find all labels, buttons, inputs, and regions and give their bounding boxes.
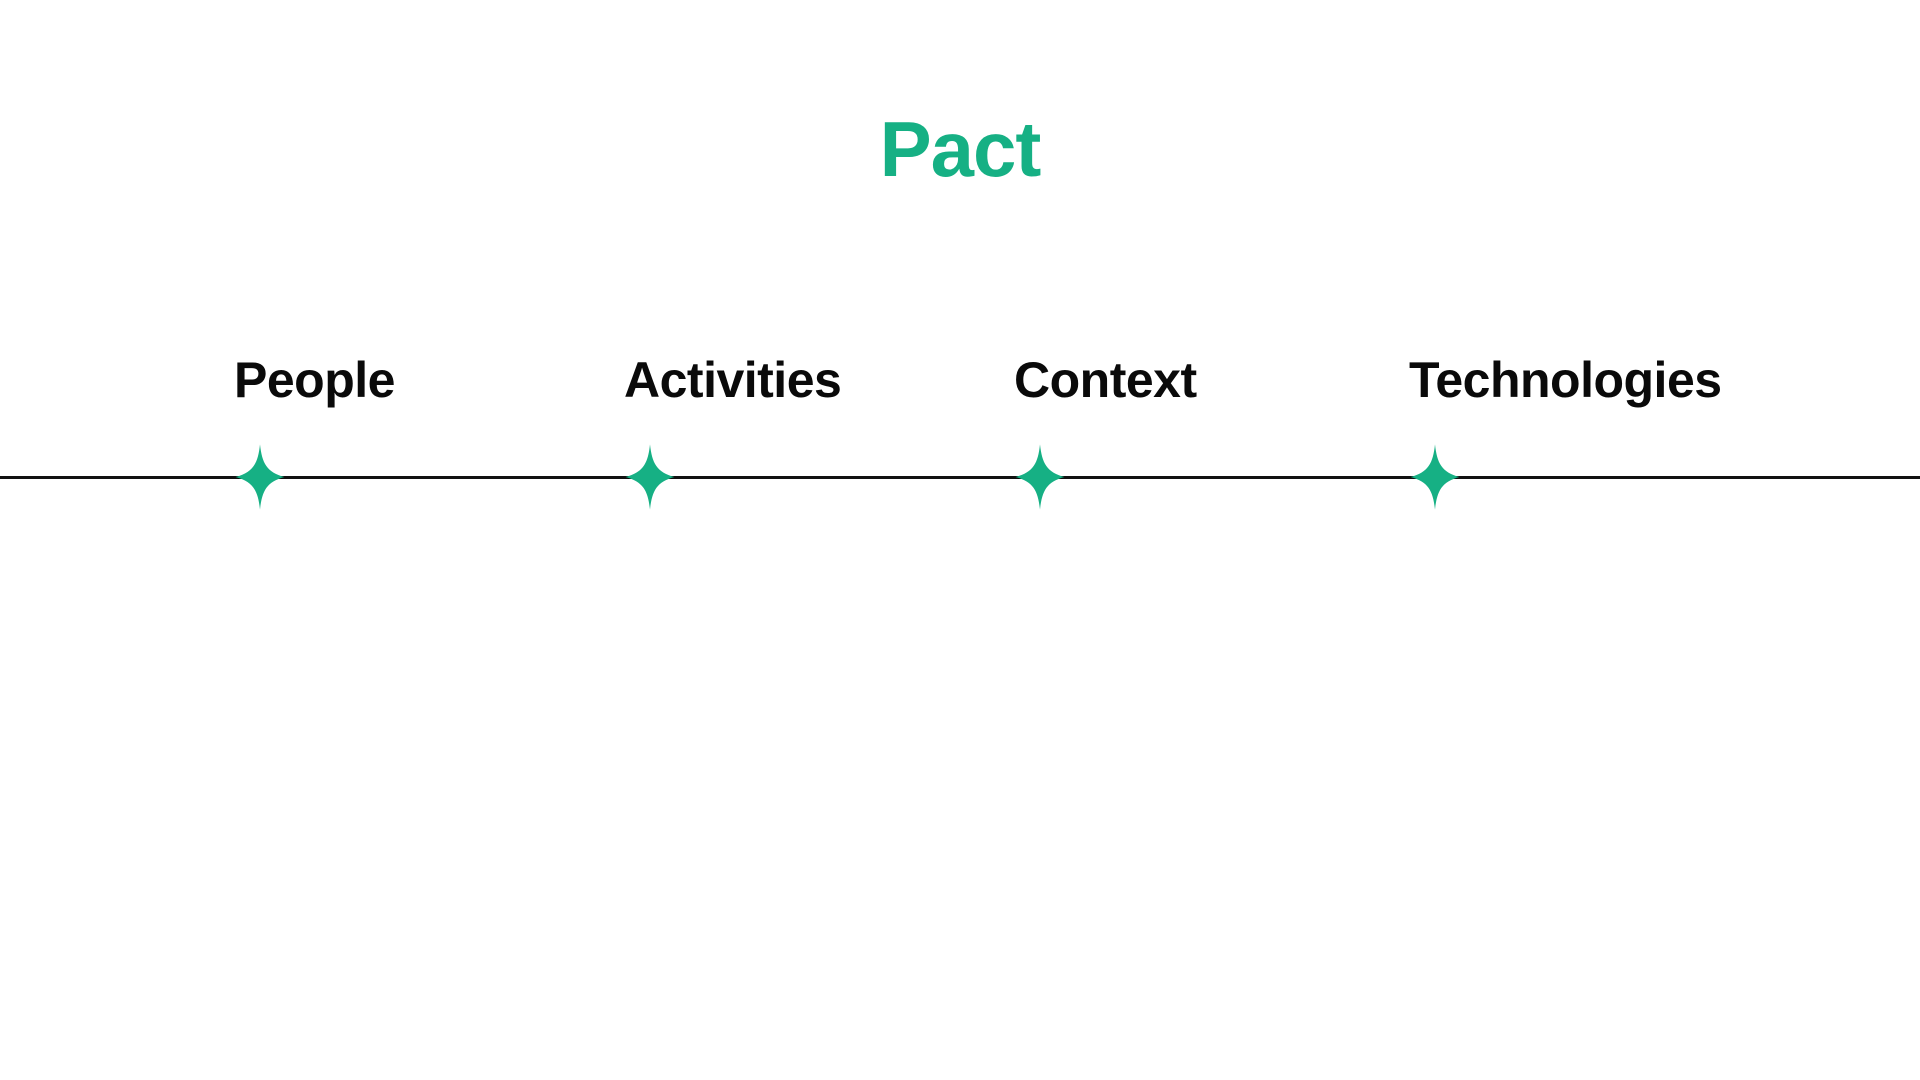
page-title: Pact xyxy=(879,105,1042,193)
milestone-label-context: Context xyxy=(1014,352,1197,408)
sparkle-icon xyxy=(1401,443,1469,511)
milestone-label-activities: Activities xyxy=(624,352,842,408)
sparkle-icon xyxy=(226,443,294,511)
sparkle-icon xyxy=(616,443,684,511)
timeline-axis xyxy=(0,476,1920,479)
milestone-label-technologies: Technologies xyxy=(1409,352,1722,408)
sparkle-icon xyxy=(1006,443,1074,511)
milestone-label-people: People xyxy=(234,352,395,408)
